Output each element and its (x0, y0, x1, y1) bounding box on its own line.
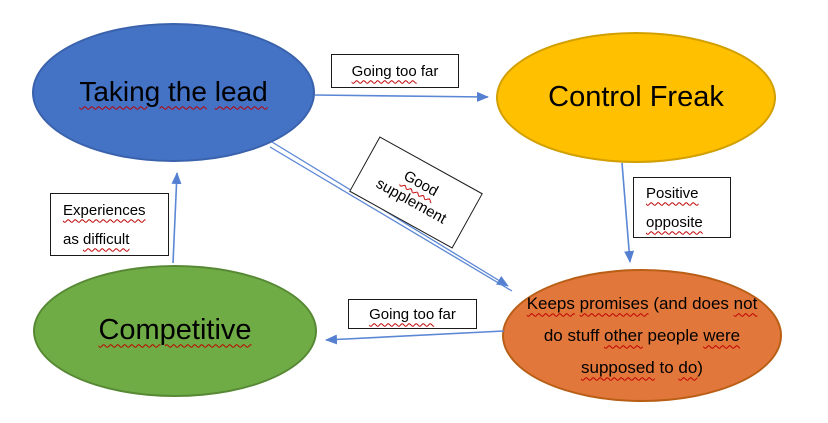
node-keeps-promises-label: Keeps promises (and does not do stuff ot… (526, 293, 758, 377)
arrow-positive-opposite (621, 162, 635, 263)
arrow-going-too-far-top (314, 91, 489, 102)
arrow-good-supplement-secondary-line (269, 146, 513, 292)
node-control-freak-label: Control Freak (548, 80, 724, 113)
label-experiences-as-difficult: Experiences as difficult (50, 193, 169, 256)
label-positive-opposite: Positive opposite (633, 177, 731, 238)
arrow-going-too-far-bottom (325, 330, 505, 345)
label-going-too-far-top: Going too far (331, 54, 459, 88)
node-control-freak: Control Freak (496, 32, 776, 163)
node-competitive-label: Competitive (98, 314, 252, 347)
arrow-experiences-as-difficult (171, 172, 182, 264)
label-going-too-far-bottom: Going too far (348, 299, 477, 329)
node-competitive: Competitive (33, 265, 317, 397)
node-keeps-promises: Keeps promises (and does not do stuff ot… (502, 269, 782, 402)
node-taking-the-lead: Taking the lead (32, 23, 315, 162)
node-taking-the-lead-label: Taking the lead (79, 76, 268, 108)
